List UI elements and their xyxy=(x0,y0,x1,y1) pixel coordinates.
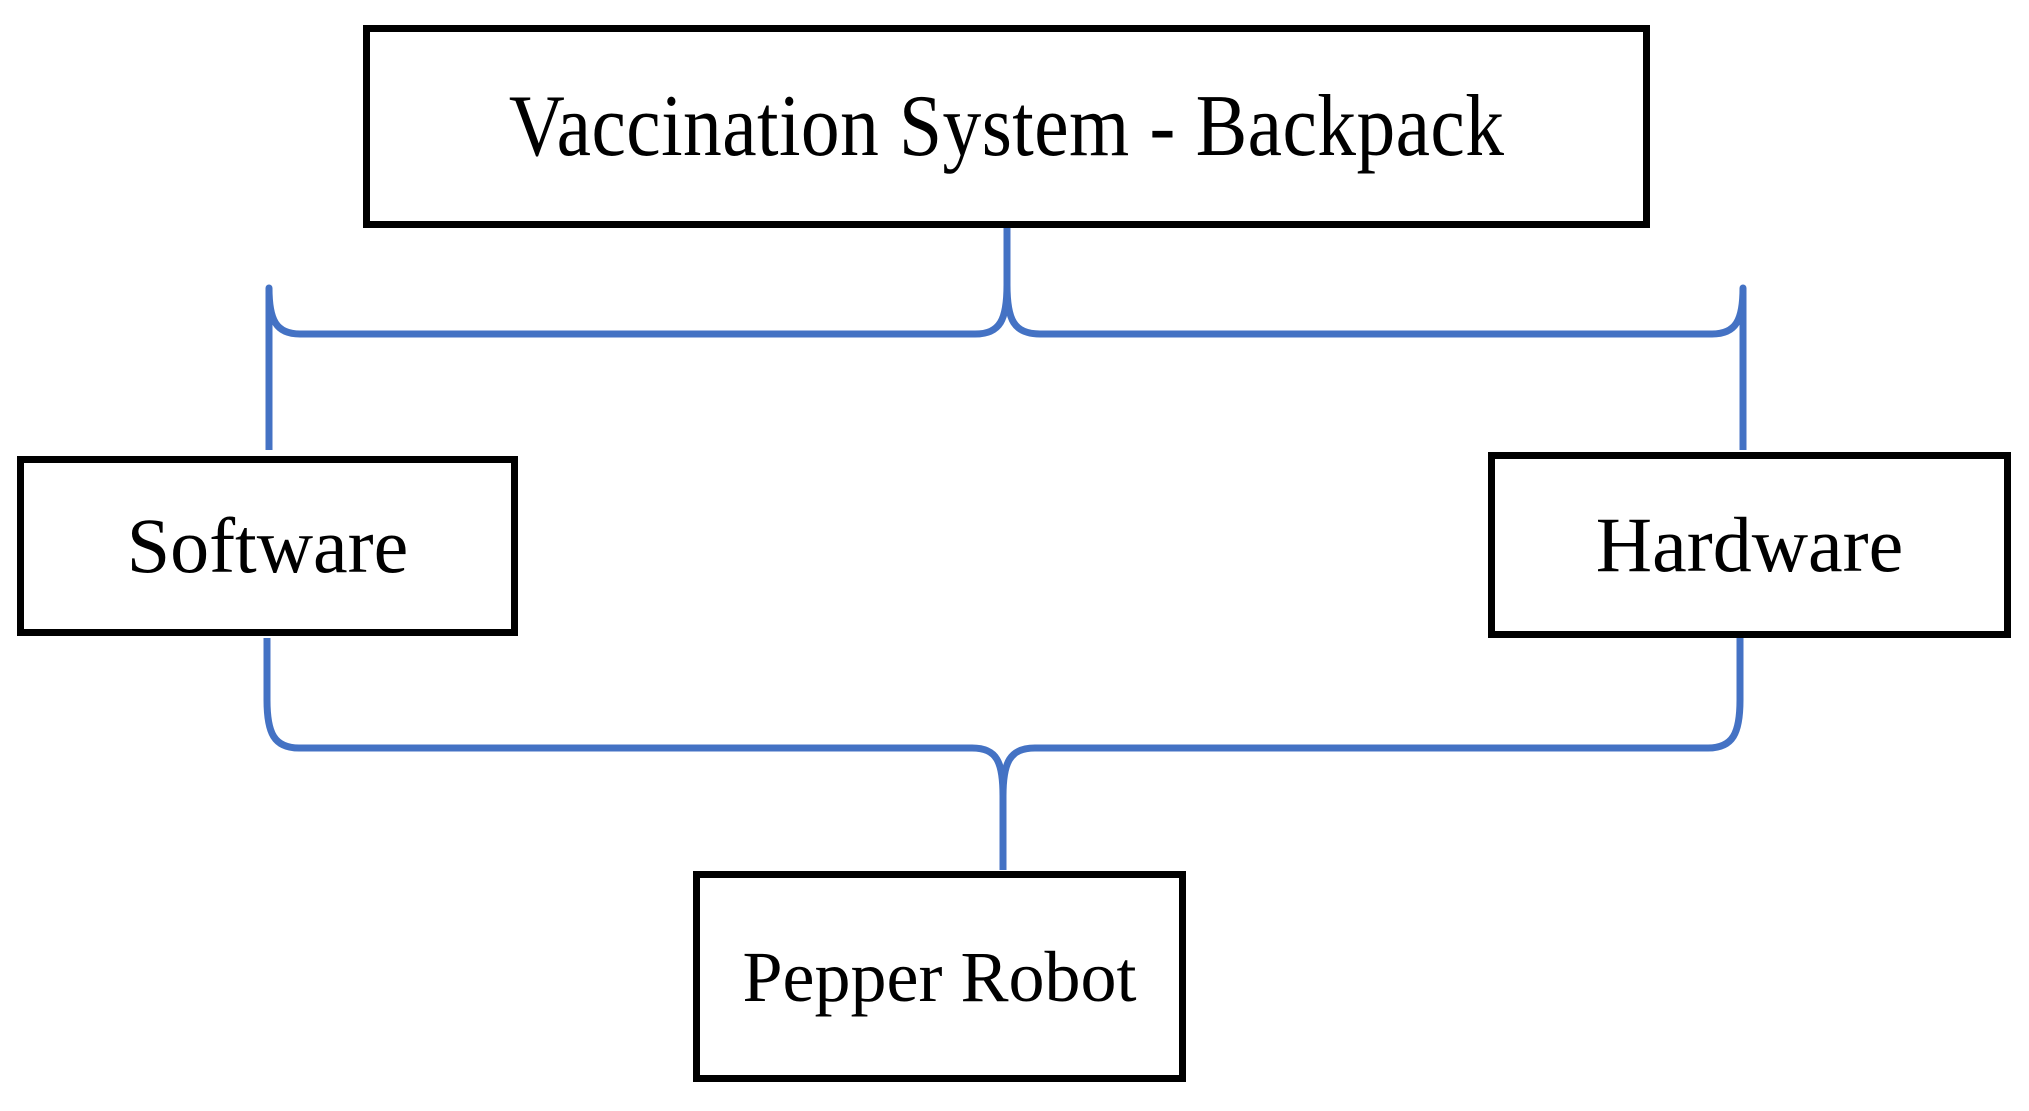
node-label-pepper: Pepper Robot xyxy=(742,936,1137,1017)
brace-bottom-connector-left xyxy=(263,638,1007,870)
node-software[interactable]: Software xyxy=(17,456,518,636)
node-vaccination-system-backpack[interactable]: Vaccination System - Backpack xyxy=(363,25,1650,228)
brace-top-connector xyxy=(265,228,1011,450)
node-hardware[interactable]: Hardware xyxy=(1488,452,2011,638)
node-label-hardware: Hardware xyxy=(1595,501,1904,588)
brace-top-connector-right xyxy=(1003,228,1747,450)
node-label-software: Software xyxy=(126,502,409,589)
node-pepper-robot[interactable]: Pepper Robot xyxy=(693,871,1186,1082)
node-label-root: Vaccination System - Backpack xyxy=(508,77,1505,175)
brace-bottom-connector-right xyxy=(999,638,1744,870)
